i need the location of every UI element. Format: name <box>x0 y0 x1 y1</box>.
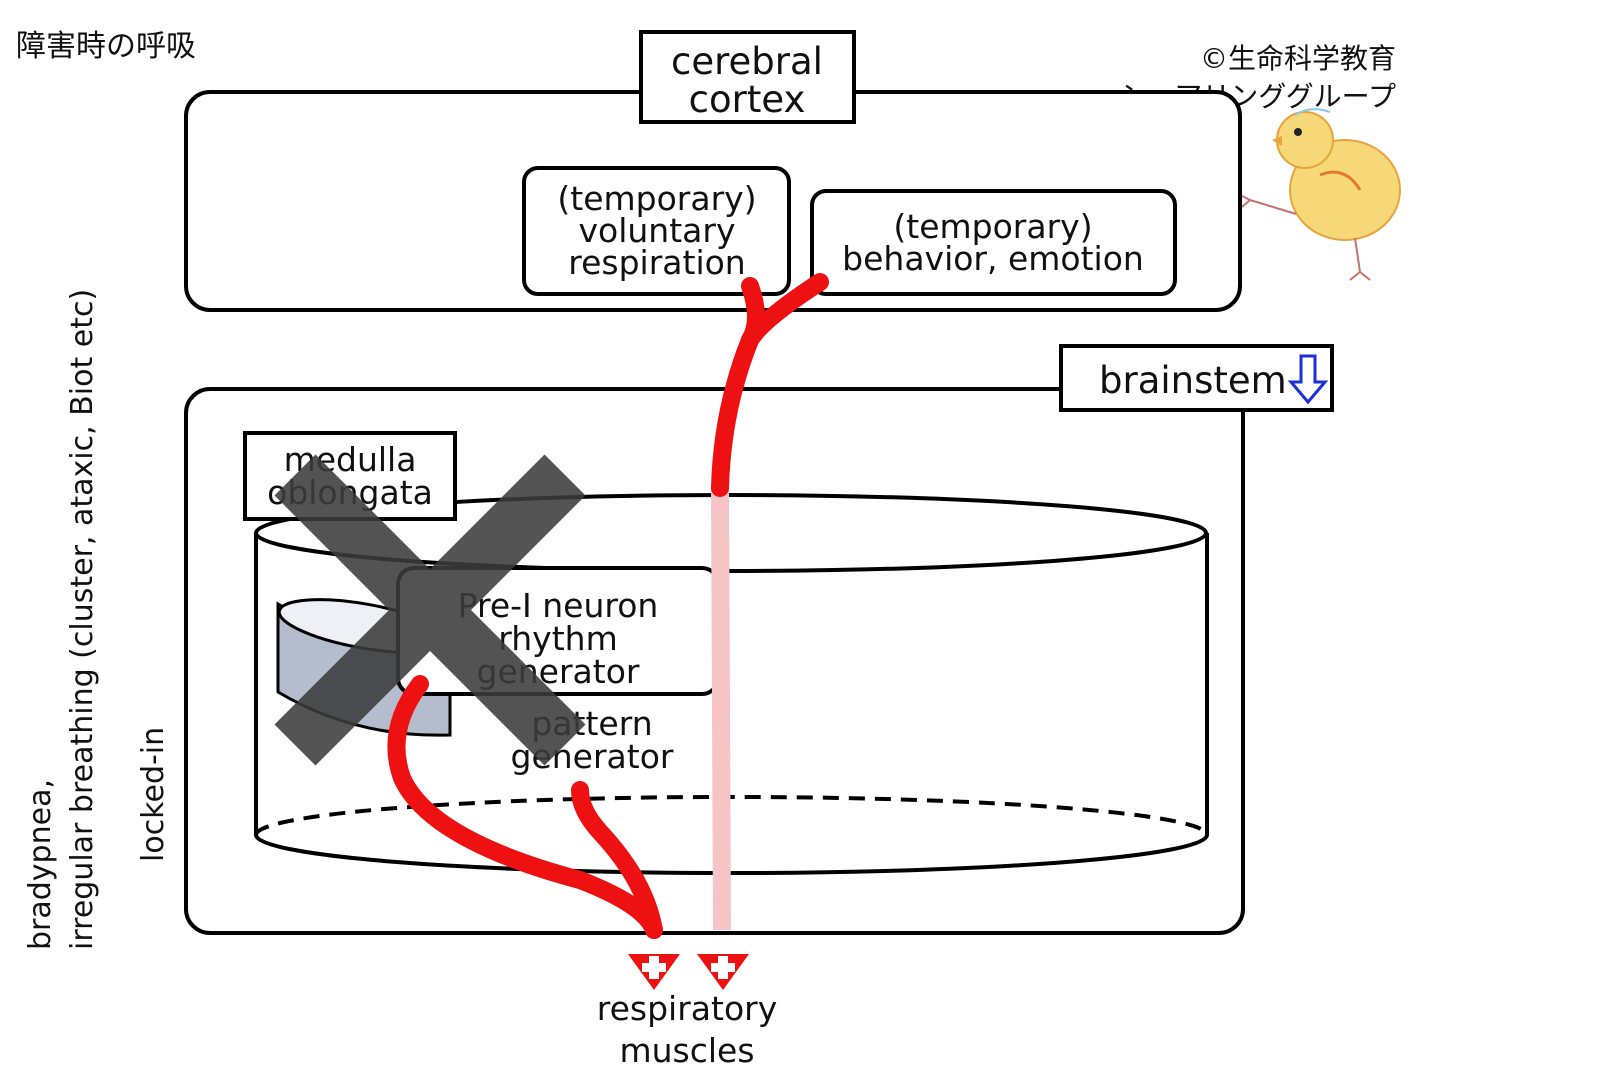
cortex-label-box <box>639 30 856 124</box>
muscles-line1: respiratory <box>597 989 777 1028</box>
pre-i-line1: Pre-I neuron <box>458 586 659 625</box>
muscles-line2: muscles <box>619 1031 754 1070</box>
behavior-line1: (temporary) <box>893 207 1092 246</box>
voluntary-line2: voluntary <box>579 211 736 250</box>
voluntary-line1: (temporary) <box>557 179 756 218</box>
behavior-emotion-box <box>810 189 1177 296</box>
muscle-arrow-right-icon <box>697 954 749 990</box>
behavior-line2: behavior, emotion <box>842 239 1144 278</box>
side-label-outer-line2: irregular breathing (cluster, ataxic, Bi… <box>65 289 100 950</box>
voluntary-line3: respiration <box>568 243 745 282</box>
brainstem-label-box <box>1059 344 1334 412</box>
cortex-label-line2: cortex <box>689 78 806 121</box>
chick-mascot-icon <box>1239 108 1401 281</box>
cortical-pathway <box>711 331 759 497</box>
pathways <box>387 273 829 939</box>
pattern-pathway <box>571 781 663 939</box>
cortical-pathway-faded <box>711 487 731 931</box>
brainstem-label: brainstem <box>1099 359 1287 402</box>
inhibition-cross-icon <box>274 454 586 766</box>
cortex-label-line1: cerebral <box>671 40 823 83</box>
page-title: 障害時の呼吸 <box>16 29 196 64</box>
muscle-arrow-left-icon <box>628 954 680 990</box>
copyright-line1: ©生命科学教育 <box>1200 42 1396 75</box>
rhythm-pathway <box>387 675 663 939</box>
side-label-inner: locked-in <box>136 727 171 862</box>
side-label-outer-line1: bradypnea, <box>23 779 58 950</box>
down-arrow-icon <box>1287 354 1329 405</box>
voluntary-respiration-box <box>522 166 791 296</box>
pre-i-line2: rhythm <box>498 619 617 658</box>
